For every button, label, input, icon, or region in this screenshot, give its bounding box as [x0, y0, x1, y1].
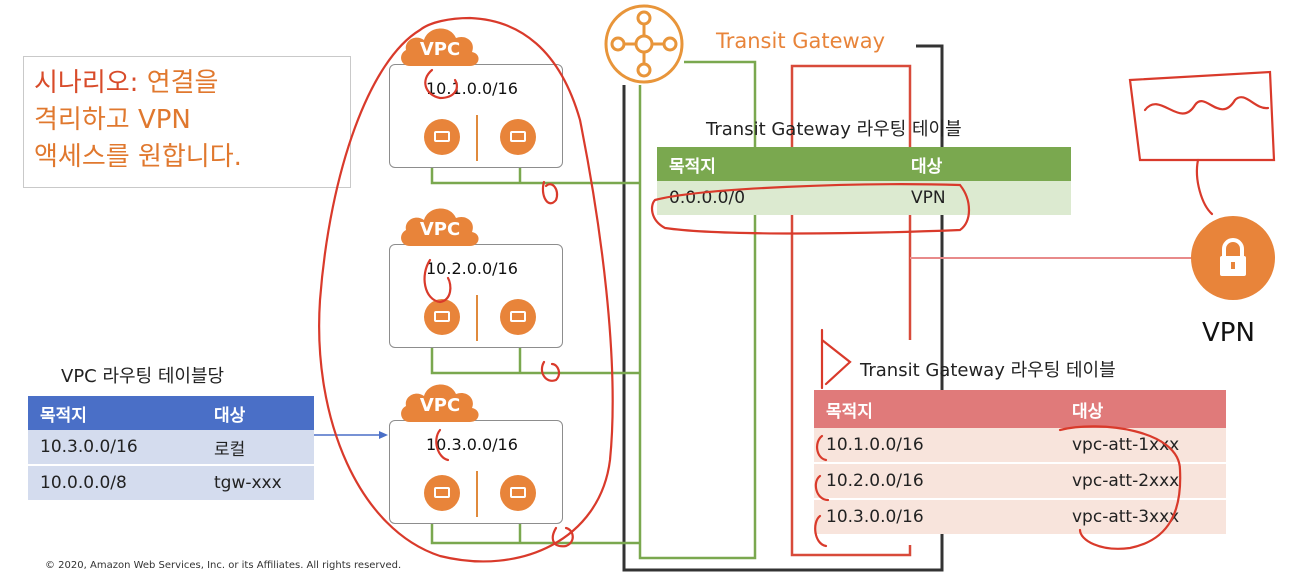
vpc-label-2: VPC: [419, 219, 461, 240]
vpc-header-target: 대상: [214, 405, 246, 426]
tgw-vpc-header-target: 대상: [1072, 401, 1104, 422]
tgw-vpc-row3-target: vpc-att-3xxx: [1072, 507, 1180, 527]
transit-gateway-label: Transit Gateway: [712, 29, 890, 53]
vpc-box-2: 10.2.0.0/16: [389, 244, 563, 348]
tgw-vpc-row2-destination: 10.2.0.0/16: [826, 471, 924, 491]
table-row: 10.3.0.0/16 vpc-att-3xxx: [814, 499, 1226, 534]
tgw-vpc-row2-target: vpc-att-2xxx: [1072, 471, 1180, 491]
tgw-vpc-header-destination: 목적지: [826, 401, 873, 422]
scenario-line3: 액세스를 원합니다.: [34, 142, 242, 172]
vpc-cloud-icon: VPC: [398, 376, 482, 426]
tgw-vpc-row3-destination: 10.3.0.0/16: [826, 507, 924, 527]
table-row: 10.1.0.0/16 vpc-att-1xxx: [814, 428, 1226, 463]
vpc-box-3: 10.3.0.0/16: [389, 420, 563, 524]
vpc-row1-destination: 10.3.0.0/16: [40, 437, 138, 457]
tgw-vpc-route-table: 목적지 대상 10.1.0.0/16 vpc-att-1xxx 10.2.0.0…: [814, 390, 1226, 534]
subnet-divider: [476, 471, 478, 517]
tgw-vpn-header-destination: 목적지: [669, 156, 716, 177]
vpc-table-title: VPC 라우팅 테이블당: [61, 366, 225, 387]
network-interface-icon: [500, 299, 536, 335]
table-row: 10.2.0.0/16 vpc-att-2xxx: [814, 463, 1226, 499]
vpn-label: VPN: [1202, 318, 1255, 348]
vpc-route-table: 목적지 대상 10.3.0.0/16 로컬 10.0.0.0/8 tgw-xxx: [28, 396, 314, 500]
vpc-label-1: VPC: [419, 39, 461, 60]
network-interface-icon: [500, 119, 536, 155]
table-row: 10.3.0.0/16 로컬: [28, 430, 314, 465]
vpn-lock-icon: [1191, 216, 1275, 300]
tgw-vpn-table-title: Transit Gateway 라우팅 테이블: [706, 119, 962, 140]
network-interface-icon: [424, 475, 460, 511]
subnet-divider: [476, 295, 478, 341]
vpc-cloud-icon: VPC: [398, 20, 482, 70]
tgw-vpn-route-table: 목적지 대상 0.0.0.0/0 VPN: [657, 147, 1071, 215]
subnet-divider: [476, 115, 478, 161]
scenario-line1: 연결을: [138, 68, 219, 98]
vpc-cidr-1: 10.1.0.0/16: [426, 79, 518, 98]
tgw-vpc-table-title: Transit Gateway 라우팅 테이블: [860, 360, 1116, 381]
network-interface-icon: [424, 299, 460, 335]
vpc-label-3: VPC: [419, 395, 461, 416]
vpc-cidr-2: 10.2.0.0/16: [426, 259, 518, 278]
vpc-cloud-icon: VPC: [398, 200, 482, 250]
tgw-vpc-row1-target: vpc-att-1xxx: [1072, 435, 1180, 455]
table-row: 0.0.0.0/0 VPN: [657, 181, 1071, 215]
scenario-box: 시나리오: 연결을 격리하고 VPN 액세스를 원합니다.: [23, 56, 351, 188]
vpc-row1-target: 로컬: [214, 439, 246, 460]
transit-gateway-icon: [604, 4, 684, 84]
table-row: 10.0.0.0/8 tgw-xxx: [28, 465, 314, 500]
network-interface-icon: [424, 119, 460, 155]
tgw-vpn-row-target: VPN: [911, 188, 946, 208]
vpc-box-1: 10.1.0.0/16: [389, 64, 563, 168]
tgw-vpc-row1-destination: 10.1.0.0/16: [826, 435, 924, 455]
vpc-header-destination: 목적지: [40, 405, 87, 426]
vpc-row2-destination: 10.0.0.0/8: [40, 473, 127, 493]
vpc-row2-target: tgw-xxx: [214, 473, 282, 493]
tgw-vpn-row-destination: 0.0.0.0/0: [669, 188, 746, 208]
scenario-line2: 격리하고 VPN: [34, 105, 191, 135]
network-interface-icon: [500, 475, 536, 511]
vpc-cidr-3: 10.3.0.0/16: [426, 435, 518, 454]
scenario-lead: 시나리오:: [34, 68, 139, 98]
copyright-text: © 2020, Amazon Web Services, Inc. or its…: [45, 560, 402, 571]
tgw-vpn-header-target: 대상: [911, 156, 943, 177]
